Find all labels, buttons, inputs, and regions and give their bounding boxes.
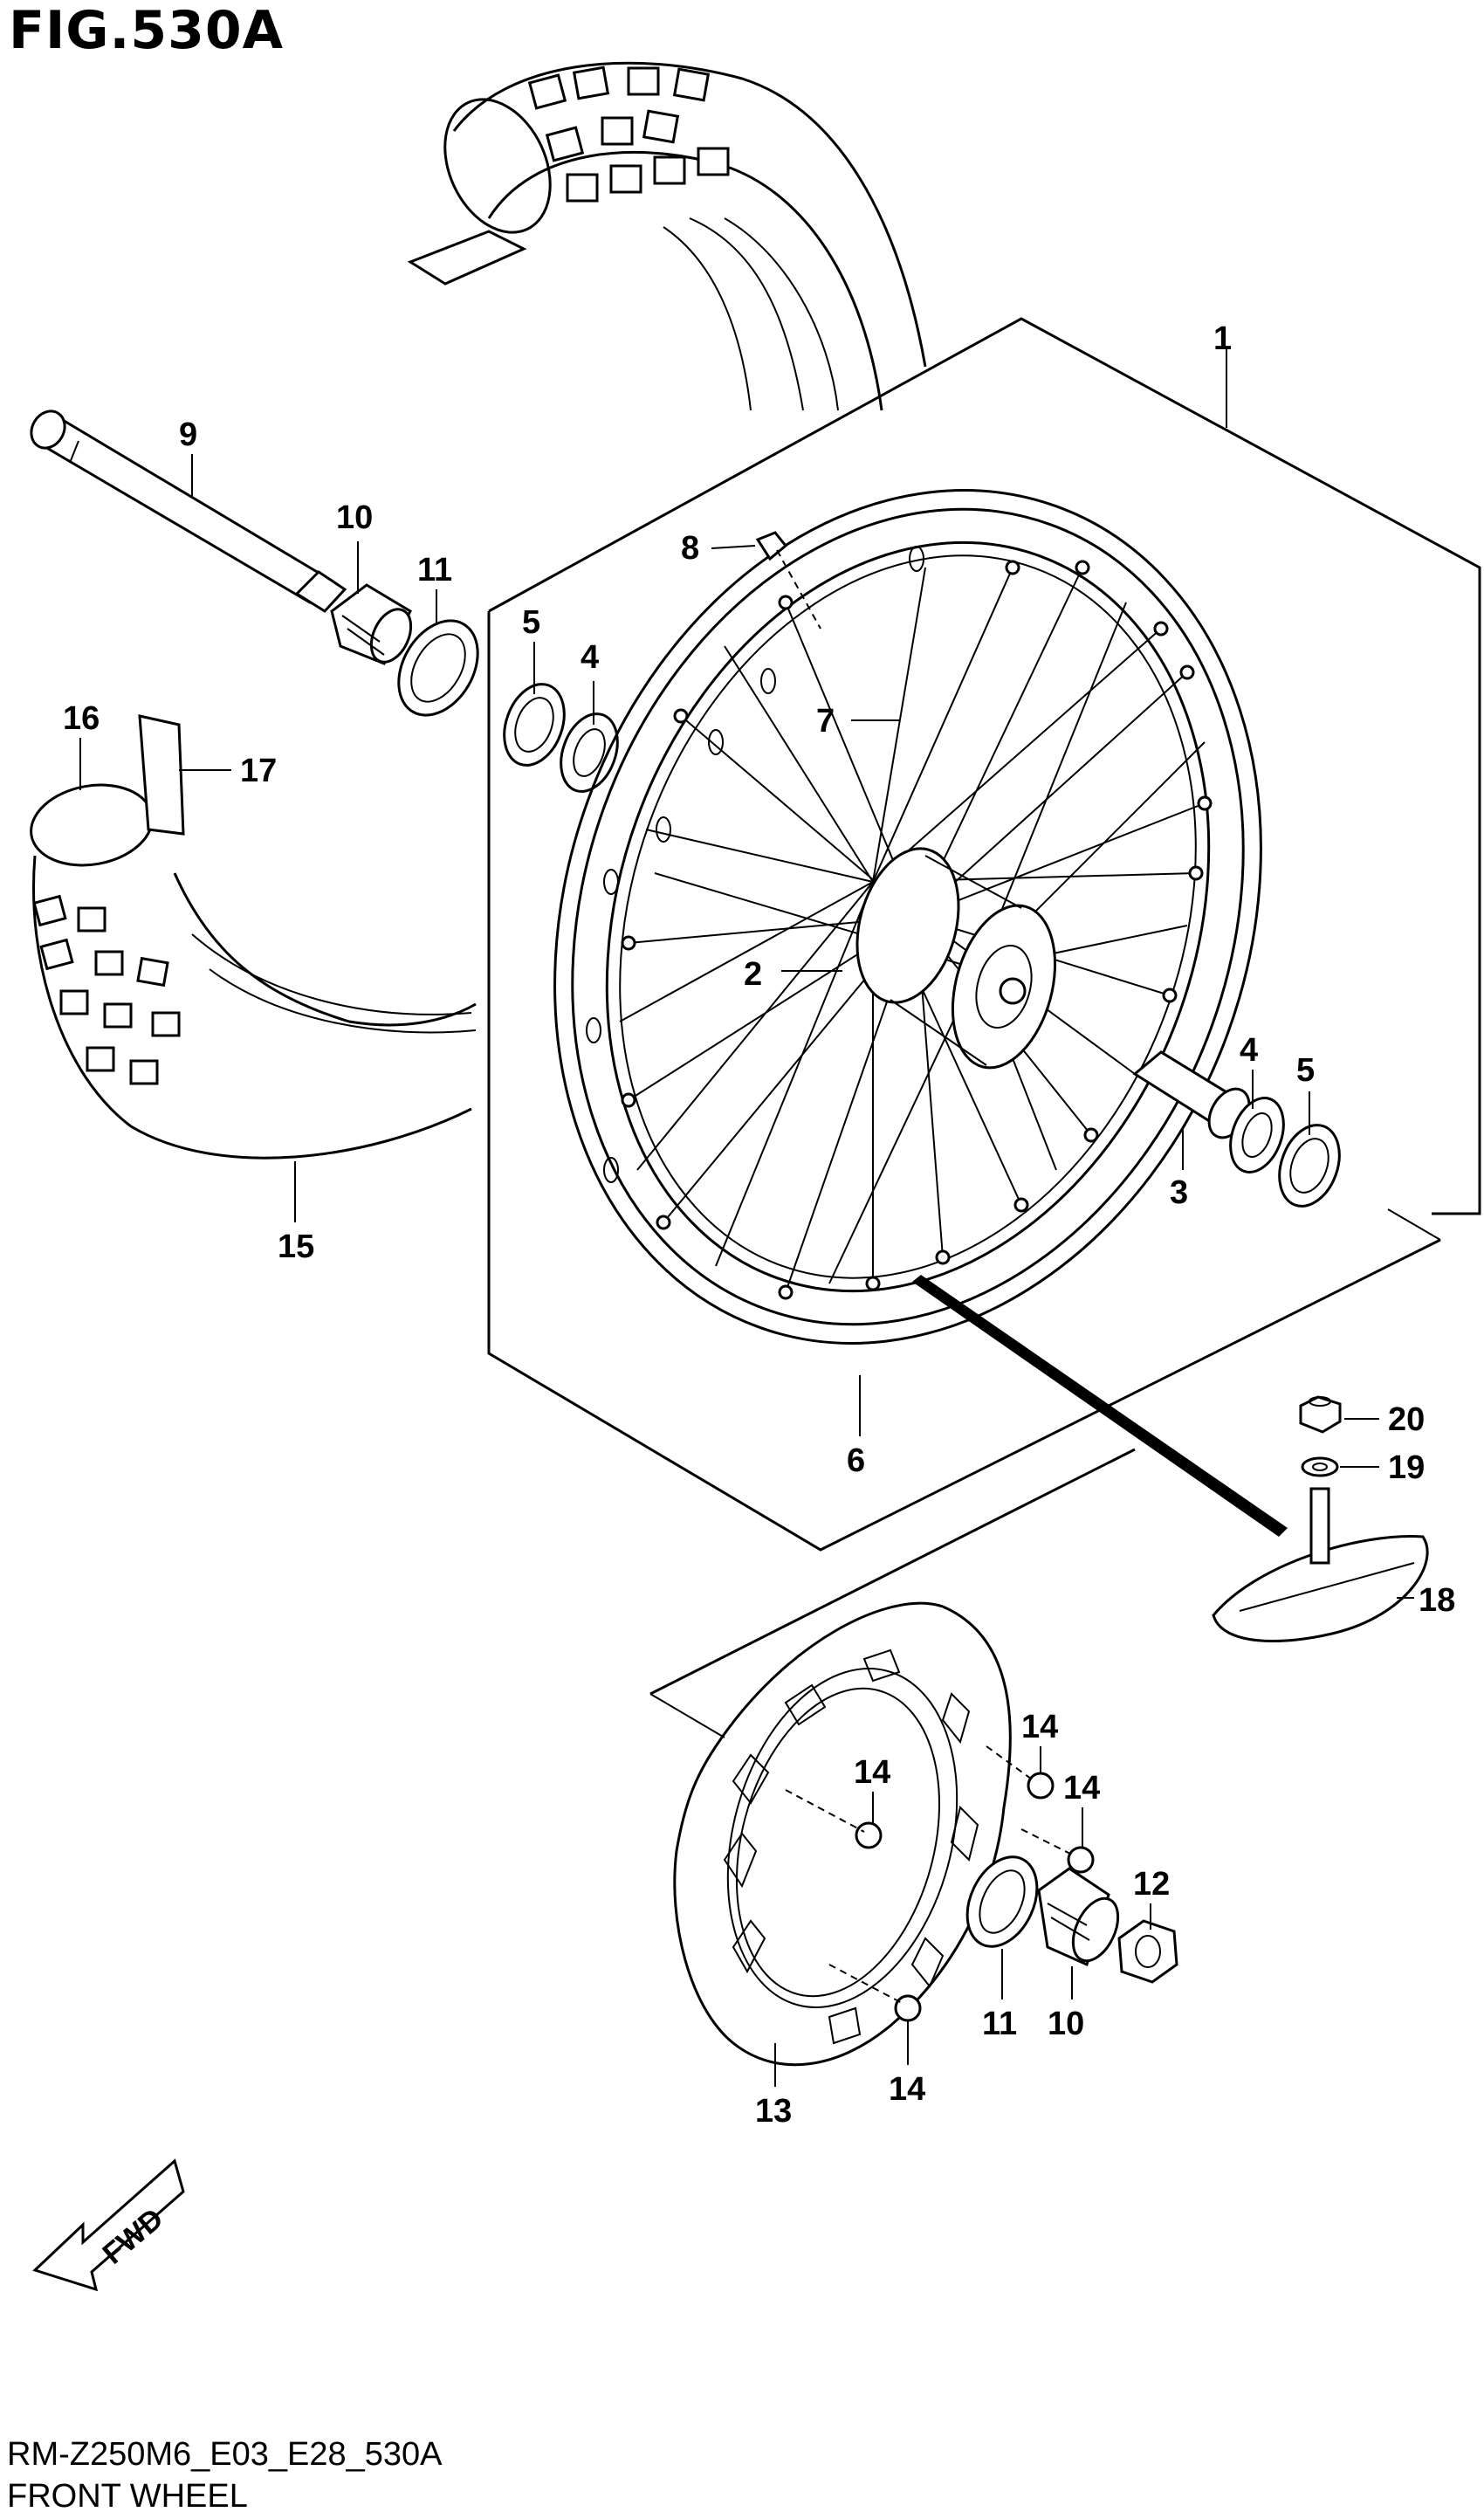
wheel-rim <box>553 489 1262 1345</box>
tire-tread-blocks-lower <box>32 894 181 1085</box>
callout-14-d: 14 <box>889 2071 925 2108</box>
callout-labels: 1 2 3 4 4 5 5 6 7 8 9 10 10 11 11 12 13 … <box>63 320 1455 2130</box>
bearing-left <box>560 712 619 793</box>
callout-3: 3 <box>1170 1174 1188 1211</box>
spoke-nipple-part <box>755 531 821 630</box>
callout-11-upper: 11 <box>417 552 452 588</box>
callout-4-left: 4 <box>581 639 599 676</box>
valve-washer <box>1301 1456 1339 1477</box>
dust-seal-lower <box>965 1855 1039 1948</box>
collar-lower <box>1037 1867 1120 1967</box>
callout-1: 1 <box>1213 320 1232 357</box>
callout-17: 17 <box>240 753 277 789</box>
assembly-outline <box>487 317 1481 1552</box>
callout-14-c: 14 <box>854 1754 890 1791</box>
model-code: RM-Z250M6_E03_E28_530A <box>7 2436 443 2473</box>
brake-disc <box>673 1601 1012 2067</box>
tire-tread-blocks-upper <box>527 65 730 203</box>
callout-15: 15 <box>278 1229 314 1265</box>
callout-14-a: 14 <box>1021 1709 1058 1745</box>
callout-5-left: 5 <box>522 604 540 641</box>
figure-title: FIG.530A <box>9 0 285 61</box>
front-axle <box>30 410 347 613</box>
bearing-right <box>1229 1097 1285 1173</box>
collar-upper <box>330 583 413 665</box>
disc-cutouts <box>723 1648 979 2045</box>
rim-lock <box>912 1275 1429 1643</box>
oil-seal-right <box>1278 1124 1341 1208</box>
disc-assembly-outline <box>649 1448 1136 1738</box>
valve-nut <box>1299 1395 1342 1434</box>
callout-2: 2 <box>744 956 762 993</box>
callout-6: 6 <box>847 1442 865 1479</box>
callout-19: 19 <box>1388 1449 1425 1486</box>
tire-lower <box>30 714 477 1160</box>
dust-seal-upper <box>397 619 479 717</box>
callout-9: 9 <box>179 416 197 453</box>
callout-4-right: 4 <box>1240 1032 1258 1069</box>
leader-lines <box>79 349 1414 2087</box>
callout-14-b: 14 <box>1063 1770 1100 1807</box>
rim-holes <box>586 546 924 1183</box>
callout-20: 20 <box>1388 1401 1425 1438</box>
callout-13: 13 <box>755 2093 792 2130</box>
spoke-nipples <box>621 560 1213 1300</box>
callout-5-right: 5 <box>1296 1052 1315 1089</box>
tire-upper <box>407 61 927 411</box>
disc-bolts <box>785 1745 1095 2022</box>
callout-11-lower: 11 <box>982 2006 1017 2042</box>
callout-18: 18 <box>1419 1582 1455 1619</box>
callout-16: 16 <box>63 700 100 737</box>
wheel-hub <box>855 847 1057 1070</box>
callout-8: 8 <box>681 530 699 567</box>
axle-nut <box>1117 1919 1178 1984</box>
callout-10-upper: 10 <box>336 499 373 536</box>
fwd-arrow: FWD <box>32 2158 185 2292</box>
callout-7: 7 <box>816 703 835 740</box>
oil-seal-left <box>503 683 566 767</box>
section-name: FRONT WHEEL <box>7 2478 248 2515</box>
callout-10-lower: 10 <box>1048 2006 1084 2042</box>
callout-12: 12 <box>1133 1866 1170 1903</box>
